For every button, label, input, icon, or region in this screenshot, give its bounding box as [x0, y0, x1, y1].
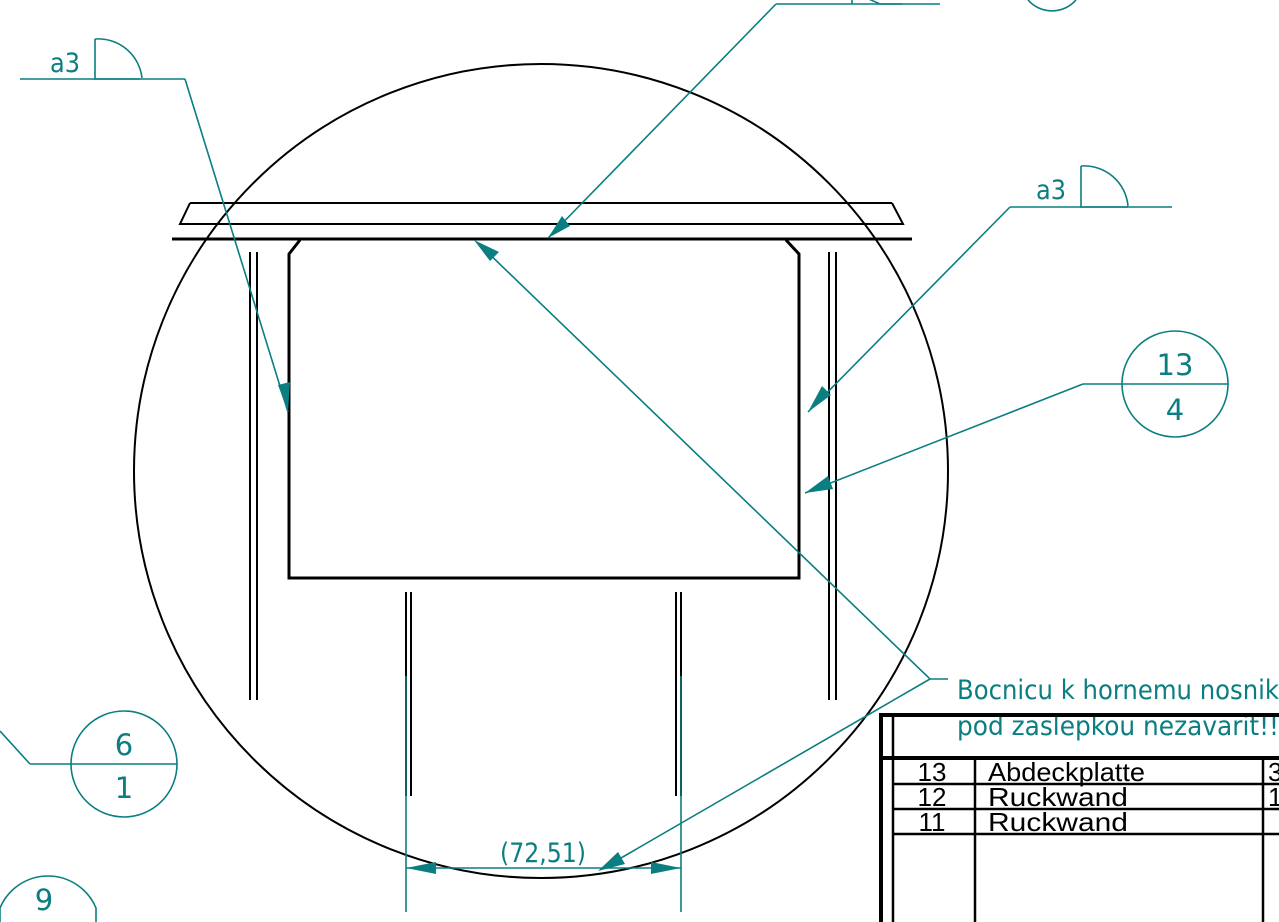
note-line-1: Bocnicu k hornemu nosnik	[957, 675, 1279, 706]
table-row-1-qty: 3	[1268, 757, 1279, 787]
table-row-1-name: Abdeckplatte	[988, 757, 1145, 787]
annotations	[0, 0, 1229, 922]
balloon-9	[0, 875, 97, 922]
parts-table: 13 Abdeckplatte 3 12 Ruckwand 1 11 Ruckw…	[879, 713, 1279, 922]
right-weld-triangle	[1080, 166, 1128, 208]
arrow-note-upper	[474, 240, 499, 261]
note-leader-upper	[479, 244, 948, 680]
detail-circle	[133, 63, 949, 879]
top-plate-bevel	[178, 202, 905, 225]
table-row-2-name: Ruckwand	[988, 782, 1128, 812]
cover-plate	[287, 238, 801, 580]
table-row-2-pos: 12	[918, 782, 947, 812]
top-balloon-fragment	[1027, 0, 1077, 12]
arrowheads	[278, 216, 833, 874]
left-weld-arc	[94, 38, 143, 79]
left-weld-leader	[184, 78, 289, 413]
top-weld-leader	[547, 3, 777, 239]
dimension-value: (72,51)	[500, 838, 586, 869]
parts-table-frame	[879, 713, 1279, 922]
balloon-13-4-bottom: 4	[1166, 393, 1184, 427]
left-weld-label: a3	[50, 48, 80, 79]
arrow-balloon-13-4	[805, 476, 833, 493]
right-weld-leader	[807, 206, 1011, 413]
balloon-13-4-top: 13	[1157, 348, 1194, 382]
balloon-13-4-leader	[804, 383, 1084, 494]
arrow-dimension-left	[406, 862, 436, 874]
table-row-3-pos: 11	[919, 807, 946, 837]
table-row-2-qty: 1	[1268, 782, 1279, 812]
balloon-6-1-top: 6	[115, 728, 133, 762]
top-weld-symbol	[851, 0, 902, 5]
table-row-3-name: Ruckwand	[988, 807, 1128, 837]
right-weld-arc	[1080, 165, 1129, 207]
arrow-dimension-right	[651, 862, 681, 874]
detail-geometry	[133, 63, 949, 879]
balloon-6-1-leader	[0, 730, 31, 765]
arrow-top-weld	[548, 216, 570, 238]
arrow-left-weld	[278, 382, 290, 412]
table-row-1-pos: 13	[918, 757, 947, 787]
arrow-note-lower	[598, 852, 625, 871]
left-weld-triangle	[94, 39, 140, 80]
balloon-9-top: 9	[35, 883, 53, 917]
arrow-right-weld	[808, 386, 831, 412]
balloon-6-1-bottom: 1	[115, 771, 133, 805]
right-weld-label: a3	[1036, 175, 1066, 206]
note-leader-lower	[601, 678, 931, 870]
